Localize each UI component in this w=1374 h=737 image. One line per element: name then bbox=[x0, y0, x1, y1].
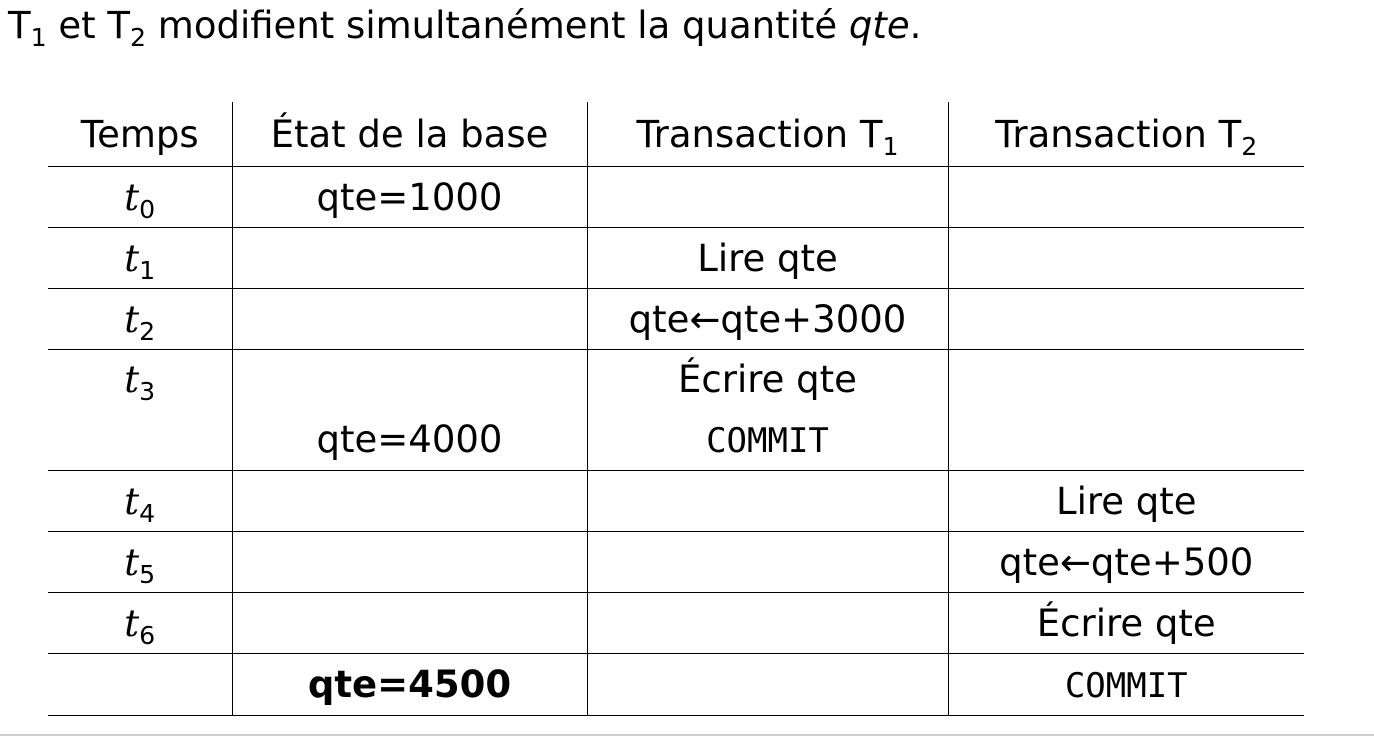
state-cell bbox=[231, 531, 587, 593]
time-cell: t5 bbox=[48, 531, 232, 593]
tx1-cell bbox=[586, 653, 948, 716]
intro-sentence: T1 et T2 modifient simultanément la quan… bbox=[8, 0, 921, 52]
time-letter: t bbox=[124, 297, 140, 341]
header-tx1: Transaction T1 bbox=[586, 102, 948, 167]
t2-subscript: 2 bbox=[130, 23, 147, 53]
table-row: t0 qte=1000 bbox=[48, 166, 1304, 228]
state-cell: qte=4500 bbox=[231, 653, 587, 716]
state-value: qte=4000 bbox=[316, 417, 503, 461]
header-time-label: Temps bbox=[80, 112, 199, 156]
tx1-cell bbox=[586, 592, 948, 654]
table-row: t5 qte←qte+500 bbox=[48, 531, 1304, 593]
tx2-cell: Lire qte bbox=[947, 470, 1304, 532]
tx1-cell: Écrire qte bbox=[586, 349, 948, 408]
time-subscript: 5 bbox=[139, 559, 156, 589]
time-subscript: 4 bbox=[139, 498, 156, 528]
header-time: Temps bbox=[48, 102, 232, 167]
time-subscript: 6 bbox=[139, 620, 156, 650]
tx2-cell bbox=[947, 288, 1304, 350]
time-letter: t bbox=[124, 601, 140, 645]
tx2-value: Écrire qte bbox=[1036, 601, 1216, 645]
tx2-value: qte←qte+500 bbox=[999, 540, 1254, 584]
tx1-value: COMMIT bbox=[706, 420, 829, 461]
state-cell bbox=[231, 470, 587, 532]
tx2-cell: COMMIT bbox=[947, 653, 1304, 716]
state-cell bbox=[231, 288, 587, 350]
time-cell bbox=[48, 653, 232, 716]
t1-letter: T bbox=[8, 4, 31, 47]
time-letter: t bbox=[124, 357, 140, 401]
bottom-divider bbox=[0, 734, 1374, 736]
tx1-value: Écrire qte bbox=[678, 357, 857, 401]
t2-letter: T bbox=[107, 4, 131, 47]
time-subscript: 1 bbox=[139, 255, 156, 285]
tx1-cell bbox=[586, 166, 948, 228]
tx2-cell bbox=[947, 227, 1304, 289]
time-cell: t6 bbox=[48, 592, 232, 654]
table-header-row: Temps État de la base Transaction T1 Tra… bbox=[48, 102, 1304, 167]
state-cell bbox=[231, 227, 587, 289]
t1-subscript: 1 bbox=[30, 23, 47, 53]
time-letter: t bbox=[124, 479, 140, 523]
final-state-value: qte=4500 bbox=[307, 663, 512, 706]
tx1-cell: qte←qte+3000 bbox=[586, 288, 948, 350]
header-tx2-subscript: 2 bbox=[1241, 131, 1258, 161]
time-cell: t4 bbox=[48, 470, 232, 532]
time-cell: t3 bbox=[48, 350, 232, 409]
state-cell bbox=[231, 592, 587, 654]
table-row: t2 qte←qte+3000 bbox=[48, 288, 1304, 350]
table-row: t4 Lire qte bbox=[48, 470, 1304, 532]
time-subscript: 2 bbox=[139, 316, 156, 346]
header-tx1-subscript: 1 bbox=[882, 131, 899, 161]
tx2-value: COMMIT bbox=[1064, 666, 1188, 706]
header-state-label: État de la base bbox=[270, 112, 549, 156]
table-row: qte=4000 COMMIT bbox=[48, 408, 1304, 471]
time-cell: t2 bbox=[48, 288, 232, 350]
transaction-timeline-table: Temps État de la base Transaction T1 Tra… bbox=[48, 102, 1304, 716]
tx2-cell: Écrire qte bbox=[947, 592, 1304, 654]
tx2-value: Lire qte bbox=[1055, 479, 1197, 523]
table-row: t6 Écrire qte bbox=[48, 592, 1304, 654]
state-cell: qte=4000 bbox=[231, 408, 587, 471]
time-letter: t bbox=[124, 175, 140, 219]
header-tx2-label: Transaction T bbox=[995, 112, 1242, 156]
time-letter: t bbox=[124, 236, 140, 280]
intro-variable: qte bbox=[848, 4, 910, 47]
tx2-cell: qte←qte+500 bbox=[947, 531, 1304, 593]
header-tx1-label: Transaction T bbox=[636, 112, 883, 156]
state-cell bbox=[231, 349, 587, 408]
tx2-cell bbox=[947, 408, 1304, 471]
intro-period: . bbox=[909, 4, 922, 47]
tx1-cell: Lire qte bbox=[586, 227, 948, 289]
state-value: qte=1000 bbox=[316, 175, 503, 219]
tx1-cell: COMMIT bbox=[586, 408, 948, 471]
table-row: qte=4500 COMMIT bbox=[48, 653, 1304, 716]
time-letter: t bbox=[124, 540, 140, 584]
header-tx2: Transaction T2 bbox=[947, 102, 1304, 167]
table-row: t3 Écrire qte bbox=[48, 349, 1304, 409]
and-word: et bbox=[46, 4, 108, 47]
tx1-cell bbox=[586, 531, 948, 593]
time-subscript: 3 bbox=[139, 376, 156, 406]
time-cell bbox=[48, 408, 232, 471]
header-state: État de la base bbox=[231, 102, 587, 167]
table-row: t1 Lire qte bbox=[48, 227, 1304, 289]
tx2-cell bbox=[947, 166, 1304, 228]
intro-text: modifient simultanément la quantité bbox=[146, 4, 849, 47]
tx1-cell bbox=[586, 470, 948, 532]
state-cell: qte=1000 bbox=[231, 166, 587, 228]
tx1-value: Lire qte bbox=[697, 236, 838, 280]
time-subscript: 0 bbox=[139, 194, 156, 224]
tx2-cell bbox=[947, 349, 1304, 408]
tx1-value: qte←qte+3000 bbox=[628, 297, 907, 341]
time-cell: t0 bbox=[48, 166, 232, 228]
time-cell: t1 bbox=[48, 227, 232, 289]
